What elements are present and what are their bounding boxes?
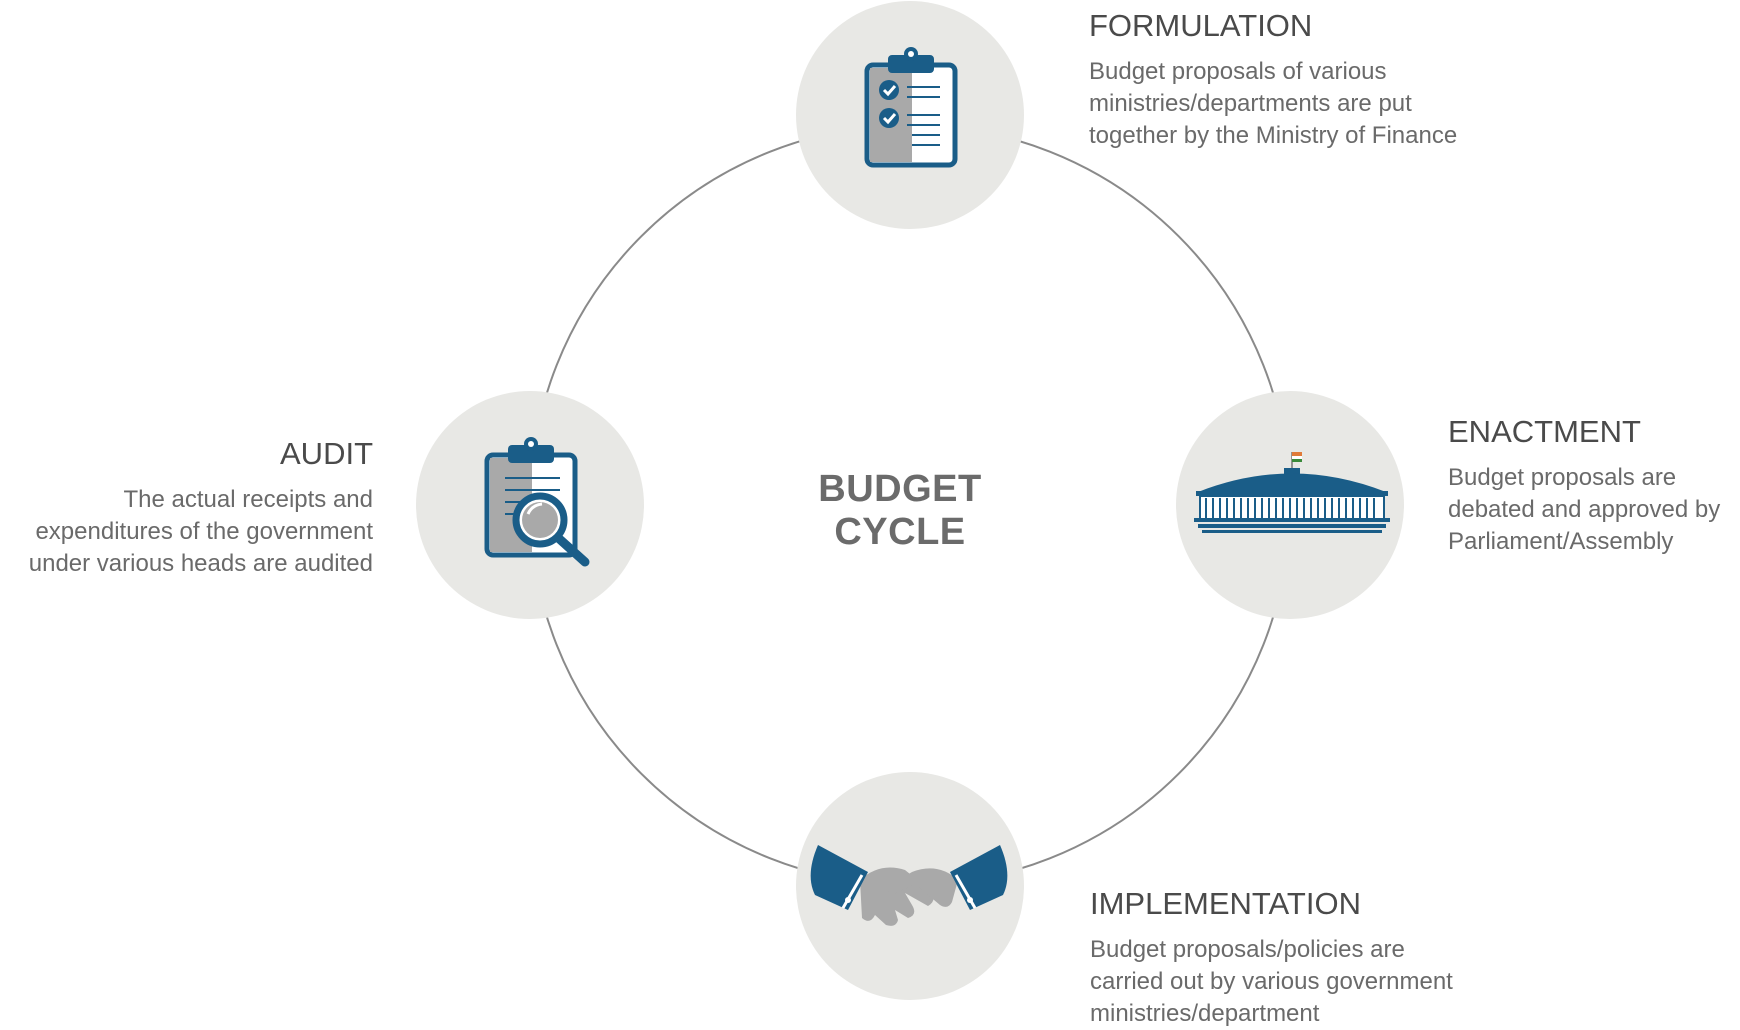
- formulation-node: [796, 1, 1024, 229]
- handshake-icon: [810, 845, 1008, 926]
- clipboard-magnifier-icon: [484, 437, 590, 567]
- desc-line: together by the Ministry of Finance: [1089, 122, 1458, 149]
- parliament-building-icon: [1194, 452, 1390, 533]
- stage-formulation: FORMULATION Budget proposals of various …: [1089, 8, 1457, 152]
- desc-line: expenditures of the government: [35, 518, 373, 545]
- desc-line: ministries/department: [1090, 1000, 1320, 1027]
- stage-title-implementation: IMPLEMENTATION: [1090, 886, 1361, 921]
- stage-title-formulation: FORMULATION: [1089, 8, 1313, 43]
- stage-desc-formulation: Budget proposals of various ministries/d…: [1089, 56, 1457, 152]
- desc-line: The actual receipts and: [123, 486, 373, 513]
- desc-line: ministries/departments are put: [1089, 90, 1412, 117]
- enactment-node: [1176, 391, 1404, 619]
- stage-audit: AUDIT The actual receipts and expenditur…: [29, 436, 373, 580]
- desc-line: Budget proposals are: [1448, 464, 1677, 491]
- desc-line: Parliament/Assembly: [1448, 528, 1674, 555]
- desc-line: Budget proposals of various: [1089, 58, 1387, 85]
- stage-desc-implementation: Budget proposals/policies are carried ou…: [1090, 934, 1453, 1030]
- clipboard-checklist-icon: [864, 47, 958, 168]
- stage-enactment: ENACTMENT Budget proposals are debated a…: [1448, 414, 1720, 558]
- stage-implementation: IMPLEMENTATION Budget proposals/policies…: [1090, 886, 1453, 1030]
- implementation-node: [796, 772, 1024, 1000]
- audit-node: [416, 391, 644, 619]
- desc-line: debated and approved by: [1448, 496, 1721, 523]
- stage-desc-enactment: Budget proposals are debated and approve…: [1448, 462, 1720, 558]
- desc-line: under various heads are audited: [28, 550, 373, 577]
- stage-title-enactment: ENACTMENT: [1448, 414, 1641, 449]
- diagram-title: BUDGET CYCLE: [818, 468, 982, 553]
- stage-title-audit: AUDIT: [280, 436, 373, 471]
- desc-line: carried out by various government: [1090, 968, 1453, 995]
- stage-desc-audit: The actual receipts and expenditures of …: [29, 484, 373, 580]
- desc-line: Budget proposals/policies are: [1090, 936, 1405, 963]
